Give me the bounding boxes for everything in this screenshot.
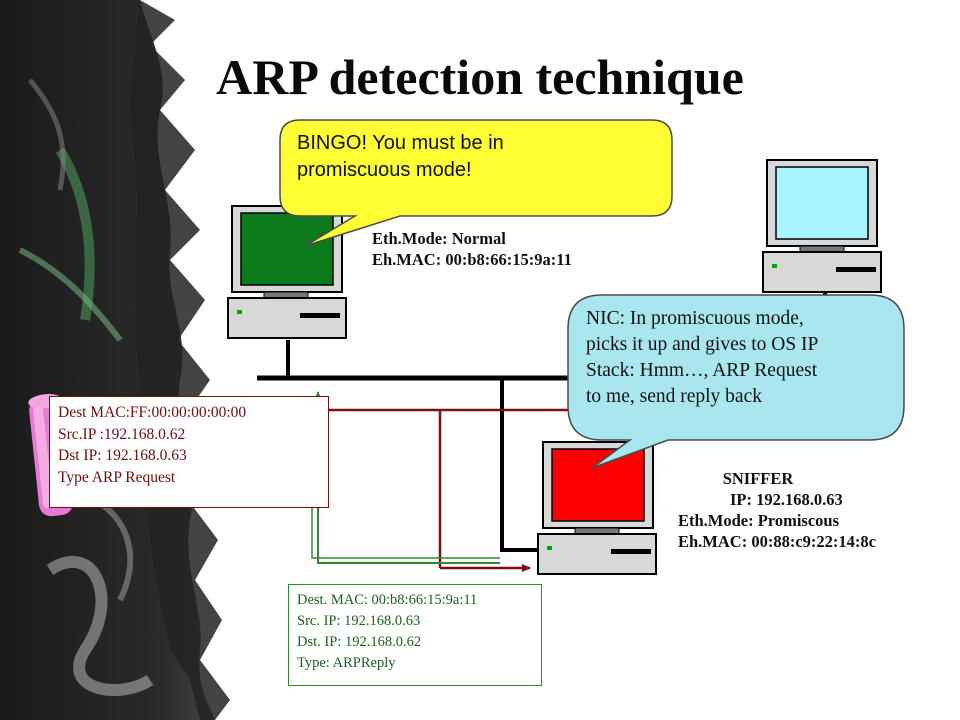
sniffer-name: SNIFFER: [722, 469, 794, 488]
nic-callout-shape: [567, 294, 905, 469]
normal-host-mac: Eh.MAC: 00:b8:66:15:9a:11: [372, 250, 572, 269]
packet-line: Src.IP :192.168.0.62: [58, 425, 186, 443]
sniffer-ip: IP: 192.168.0.63: [730, 490, 843, 509]
normal-host-mode: Eth.Mode: Normal: [372, 229, 506, 248]
packet-line: Type: ARPReply: [297, 655, 396, 671]
nic-callout-text: NIC: In promiscuous mode, picks it up an…: [586, 306, 896, 410]
packet-line: Src. IP: 192.168.0.63: [297, 613, 421, 629]
callout-line: picks it up and gives to OS IP: [586, 334, 819, 355]
sniffer-info: SNIFFER IP: 192.168.0.63 Eth.Mode: Promi…: [678, 468, 876, 552]
packet-line: Dest. MAC: 00:b8:66:15:9a:11: [297, 592, 478, 608]
third-host-computer: [762, 159, 882, 293]
bingo-callout-shape: [279, 119, 673, 247]
sniffer-mac: Eh.MAC: 00:88:c9:22:14:8c: [678, 532, 876, 551]
sniffer-computer: [537, 441, 657, 575]
arp-reply-packet: Dest. MAC: 00:b8:66:15:9a:11 Src. IP: 19…: [288, 584, 542, 686]
callout-line: NIC: In promiscuous mode,: [586, 308, 804, 329]
sniffer-mode: Eth.Mode: Promiscous: [678, 511, 840, 530]
packet-line: Dst. IP: 192.168.0.62: [297, 634, 422, 650]
packet-line: Type ARP Request: [58, 468, 176, 486]
packet-line: Dest MAC:FF:00:00:00:00:00: [58, 404, 247, 421]
slide-title: ARP detection technique: [216, 49, 744, 105]
arp-request-packet: Dest MAC:FF:00:00:00:00:00 Src.IP :192.1…: [49, 396, 329, 508]
bingo-callout-text: BINGO! You must be in promiscuous mode!: [297, 130, 657, 184]
normal-host-info: Eth.Mode: Normal Eh.MAC: 00:b8:66:15:9a:…: [372, 228, 572, 270]
callout-line: Stack: Hmm…, ARP Request: [586, 360, 818, 381]
normal-host-computer: [227, 205, 347, 339]
arp-reply-path: [311, 391, 500, 564]
callout-line: to me, send reply back: [586, 386, 762, 407]
callout-line: promiscuous mode!: [297, 159, 472, 181]
packet-line: Dst IP: 192.168.0.63: [58, 447, 187, 464]
callout-line: BINGO! You must be in: [297, 132, 504, 154]
